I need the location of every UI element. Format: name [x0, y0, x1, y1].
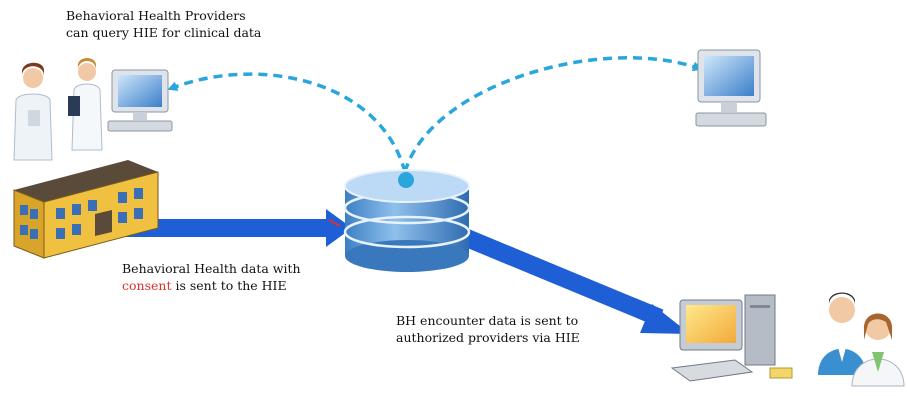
query-label-line2: can query HIE for clinical data — [66, 25, 262, 40]
query-label: Behavioral Health Providers can query HI… — [66, 7, 261, 41]
providers-icon — [818, 292, 905, 387]
bh-encounter-label: BH encounter data is sent to authorized … — [396, 312, 580, 346]
query-arc-right — [403, 56, 703, 173]
bh-label-line1: BH encounter data is sent to — [396, 313, 579, 328]
computer-icon — [107, 69, 173, 132]
query-label-line1: Behavioral Health Providers — [66, 8, 246, 23]
query-arc-left — [167, 72, 407, 173]
computer-icon-right — [695, 49, 767, 127]
consent-word: consent — [122, 278, 172, 293]
bh-label-line2: authorized providers via HIE — [396, 330, 580, 345]
arrow-to-hie — [118, 209, 352, 247]
doctors-group-icon — [13, 58, 103, 161]
arrow-to-providers — [458, 227, 690, 334]
hospital-building-icon — [13, 160, 159, 259]
sent-label-line1: Behavioral Health data with — [122, 261, 301, 276]
hie-database-icon — [343, 169, 471, 272]
sent-label-rest: is sent to the HIE — [171, 278, 287, 293]
workstation-icon — [670, 294, 793, 382]
sent-to-hie-label: Behavioral Health data with consent is s… — [122, 260, 301, 294]
